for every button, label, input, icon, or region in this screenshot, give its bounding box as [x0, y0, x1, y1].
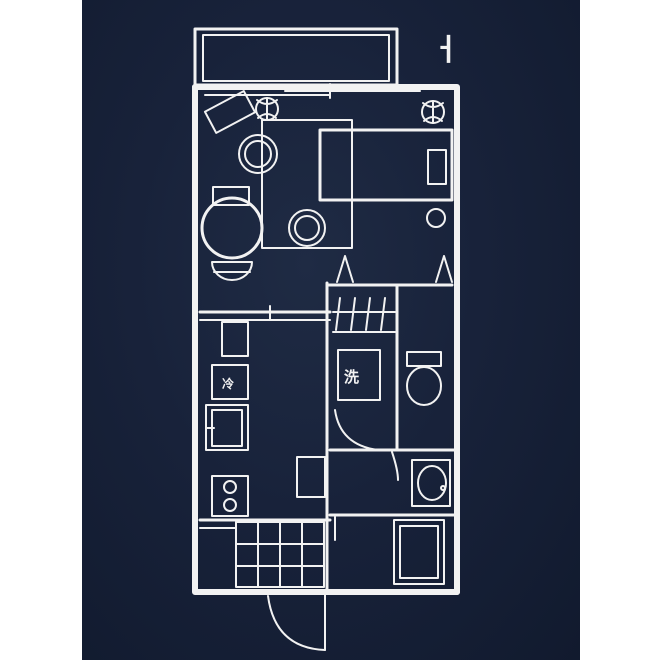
kitchen-sink	[205, 404, 249, 451]
chalkboard-background	[82, 0, 580, 660]
outer-walls	[192, 84, 460, 595]
balcony-sliding-window	[204, 83, 421, 99]
round-cushion	[288, 209, 326, 247]
washing-machine: 洗	[337, 349, 381, 401]
sofa	[203, 90, 257, 134]
closet-hangers	[332, 297, 396, 333]
plant-icon	[421, 100, 445, 124]
toilet	[406, 351, 442, 406]
wash-basin	[411, 459, 451, 507]
washing-machine-label: 洗	[344, 368, 359, 386]
closet-doors	[336, 255, 453, 283]
bed	[318, 128, 454, 202]
door-swing	[391, 451, 399, 481]
entrance-door	[267, 591, 326, 651]
kitchen-shelf	[221, 321, 249, 357]
stove-burners	[211, 475, 249, 517]
kitchen-cabinet	[296, 456, 326, 498]
side-table	[426, 208, 446, 228]
dining-table	[200, 186, 264, 281]
dotted-rug	[261, 119, 353, 249]
round-cushion	[238, 134, 278, 174]
interior-walls	[198, 281, 459, 594]
genkan-tiles	[235, 521, 325, 588]
door-swing	[334, 409, 379, 451]
refrigerator: 冷	[211, 364, 249, 400]
bed-pillow	[427, 149, 447, 185]
bathtub	[393, 519, 445, 585]
north-marker: ㅓ	[432, 33, 460, 68]
balcony-inner	[202, 34, 390, 82]
refrigerator-label: 冷	[222, 376, 234, 391]
balcony	[193, 27, 399, 87]
plant-icon	[255, 97, 279, 121]
